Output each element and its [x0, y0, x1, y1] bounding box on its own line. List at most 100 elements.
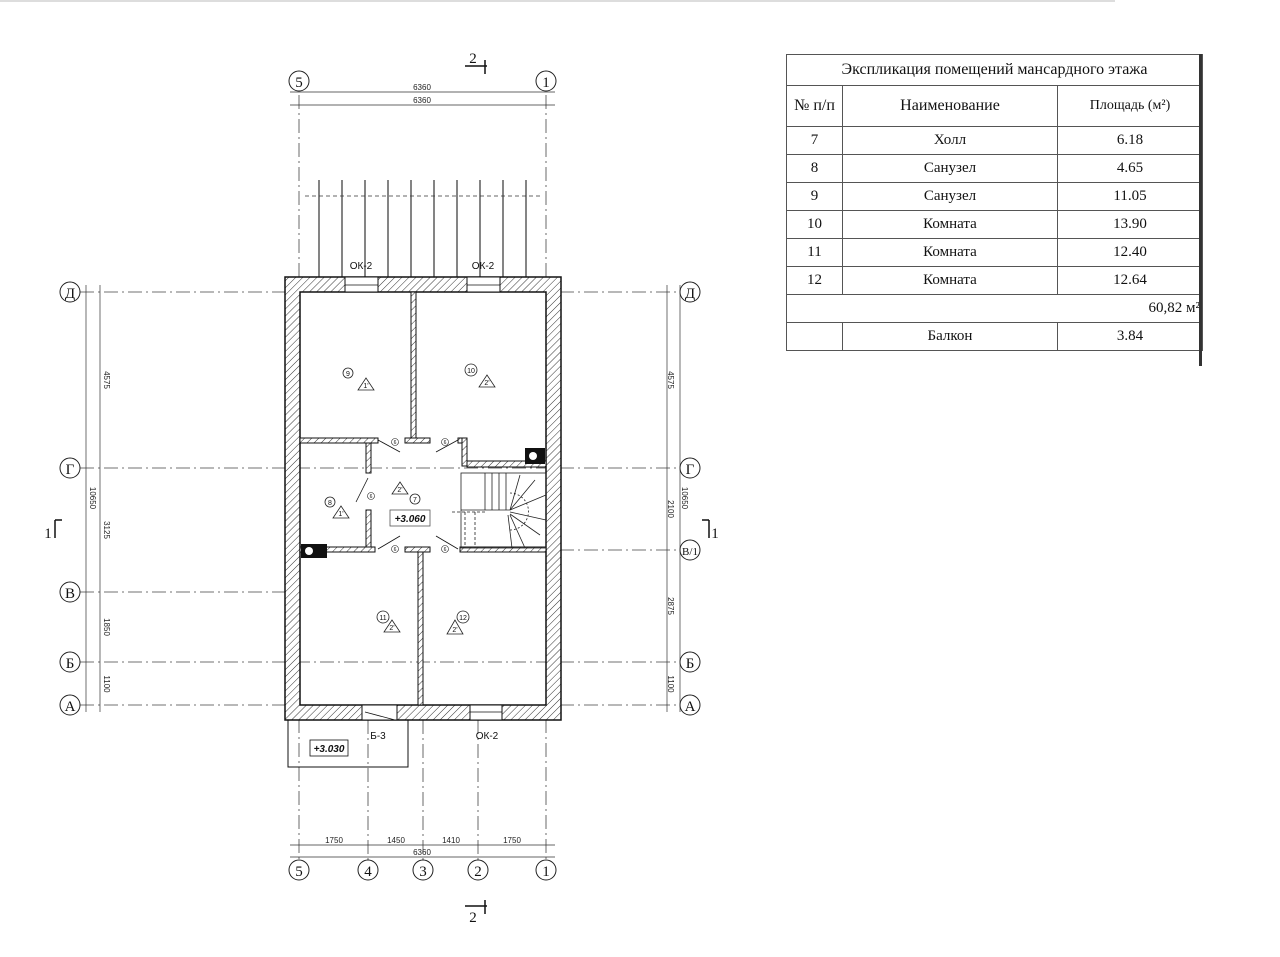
right-dim-5: 1100 [666, 675, 675, 693]
header-number: № п/п [786, 85, 843, 127]
cell-number: 12 [786, 266, 843, 295]
right-dim-1: 4575 [666, 371, 675, 389]
right-dim-2: 10650 [680, 487, 689, 510]
window-label-bottom: ОК-2 [476, 731, 499, 742]
door-mark: 6 [444, 440, 447, 446]
room-12-number: 12 [459, 615, 467, 622]
table-title: Экспликация помещений мансардного этажа [786, 54, 1203, 86]
room-12-finish: 2' [452, 627, 457, 634]
cell-number: 7 [786, 126, 843, 155]
top-dim-2: 6360 [413, 96, 431, 105]
axis-top-5: 5 [295, 75, 303, 91]
cell-number: 11 [786, 238, 843, 267]
cell-area: 13.90 [1057, 210, 1203, 239]
axis-left-b: Б [66, 656, 75, 672]
cell-name: Балкон [842, 322, 1058, 351]
axis-right-b: Б [686, 656, 695, 672]
floor-level: +3.060 [395, 514, 426, 525]
bottom-dim-2: 1450 [387, 836, 405, 845]
door-mark: 6 [394, 440, 397, 446]
axis-bubbles [59, 70, 701, 881]
vent-shafts [301, 448, 545, 558]
page-top-border [0, 0, 1115, 2]
bottom-dim-total: 6360 [413, 848, 431, 857]
cell-number: 8 [786, 154, 843, 183]
axis-top-1: 1 [542, 75, 550, 91]
bottom-dim-1: 1750 [325, 836, 343, 845]
axis-left-v: В [65, 586, 75, 602]
balcony-level: +3.030 [314, 744, 345, 755]
total-area: 60,82 м² [786, 294, 1203, 323]
axis-bottom-5: 5 [295, 864, 303, 880]
top-dim-1: 6360 [413, 83, 431, 92]
frame-border [1199, 54, 1202, 366]
balcony-outline [287, 720, 409, 768]
left-dim-5: 1100 [102, 675, 111, 693]
grid-axis-lines [80, 95, 680, 860]
section-right-label: 1 [711, 526, 719, 542]
room-10-finish: 2' [484, 380, 489, 387]
floor-level-box [389, 509, 431, 527]
staircase [452, 472, 547, 549]
room-8-finish: 1' [338, 511, 343, 518]
room-9-number: 9 [346, 371, 350, 378]
header-name: Наименование [842, 85, 1058, 127]
room-7-finish: 2' [397, 487, 402, 494]
cell-area: 6.18 [1057, 126, 1203, 155]
axis-bottom-2: 2 [474, 864, 482, 880]
cell-area: 12.40 [1057, 238, 1203, 267]
room-10-number: 10 [467, 368, 475, 375]
section-top-label: 2 [469, 51, 477, 67]
axis-right-g: Г [686, 462, 695, 478]
right-dim-3: 2100 [666, 500, 675, 518]
balcony-level-box [309, 739, 349, 757]
axis-right-d: Д [685, 286, 695, 302]
cell-area: 4.65 [1057, 154, 1203, 183]
cell-name: Санузел [842, 182, 1058, 211]
window-openings [344, 276, 503, 721]
door-mark: 6 [444, 547, 447, 553]
cell-name: Комната [842, 210, 1058, 239]
room-7-number: 7 [413, 497, 417, 504]
axis-left-d: Д [65, 286, 75, 302]
axis-bottom-3: 3 [419, 864, 427, 880]
room-markers [324, 363, 496, 635]
cell-area: 12.64 [1057, 266, 1203, 295]
interior-walls [299, 291, 547, 706]
balcony-door-label: Б-3 [370, 731, 386, 742]
axis-left-g: Г [66, 462, 75, 478]
cell-area: 11.05 [1057, 182, 1203, 211]
room-8-number: 8 [328, 500, 332, 507]
section-left-label: 1 [44, 526, 52, 542]
left-dim-1: 4575 [102, 371, 111, 389]
axis-bottom-4: 4 [364, 864, 372, 880]
window-label-top-right: ОК-2 [472, 261, 495, 272]
cell-name: Комната [842, 266, 1058, 295]
cell-area: 3.84 [1057, 322, 1203, 351]
door-mark: 6 [394, 547, 397, 553]
window-label-top-left: ОК-2 [350, 261, 373, 272]
room-11-finish: 2' [389, 625, 394, 632]
door-mark: 6 [370, 494, 373, 500]
bottom-dim-3: 1410 [442, 836, 460, 845]
axis-right-a: А [685, 699, 696, 715]
dimension-lines [85, 91, 681, 858]
cell-name: Холл [842, 126, 1058, 155]
room-schedule-table: Экспликация помещений мансардного этажа … [786, 54, 1203, 351]
total-row: 60,82 м² [786, 294, 1203, 323]
roof-rafters [305, 180, 540, 277]
section-marks [54, 60, 710, 914]
axis-left-a: А [65, 699, 76, 715]
cell-number: 9 [786, 182, 843, 211]
door-swings [355, 439, 459, 550]
axis-bottom-1: 1 [542, 864, 550, 880]
left-dim-2: 10650 [88, 487, 97, 510]
room-11-number: 11 [379, 615, 386, 622]
door-marks: 6 6 6 6 6 [367, 438, 449, 553]
